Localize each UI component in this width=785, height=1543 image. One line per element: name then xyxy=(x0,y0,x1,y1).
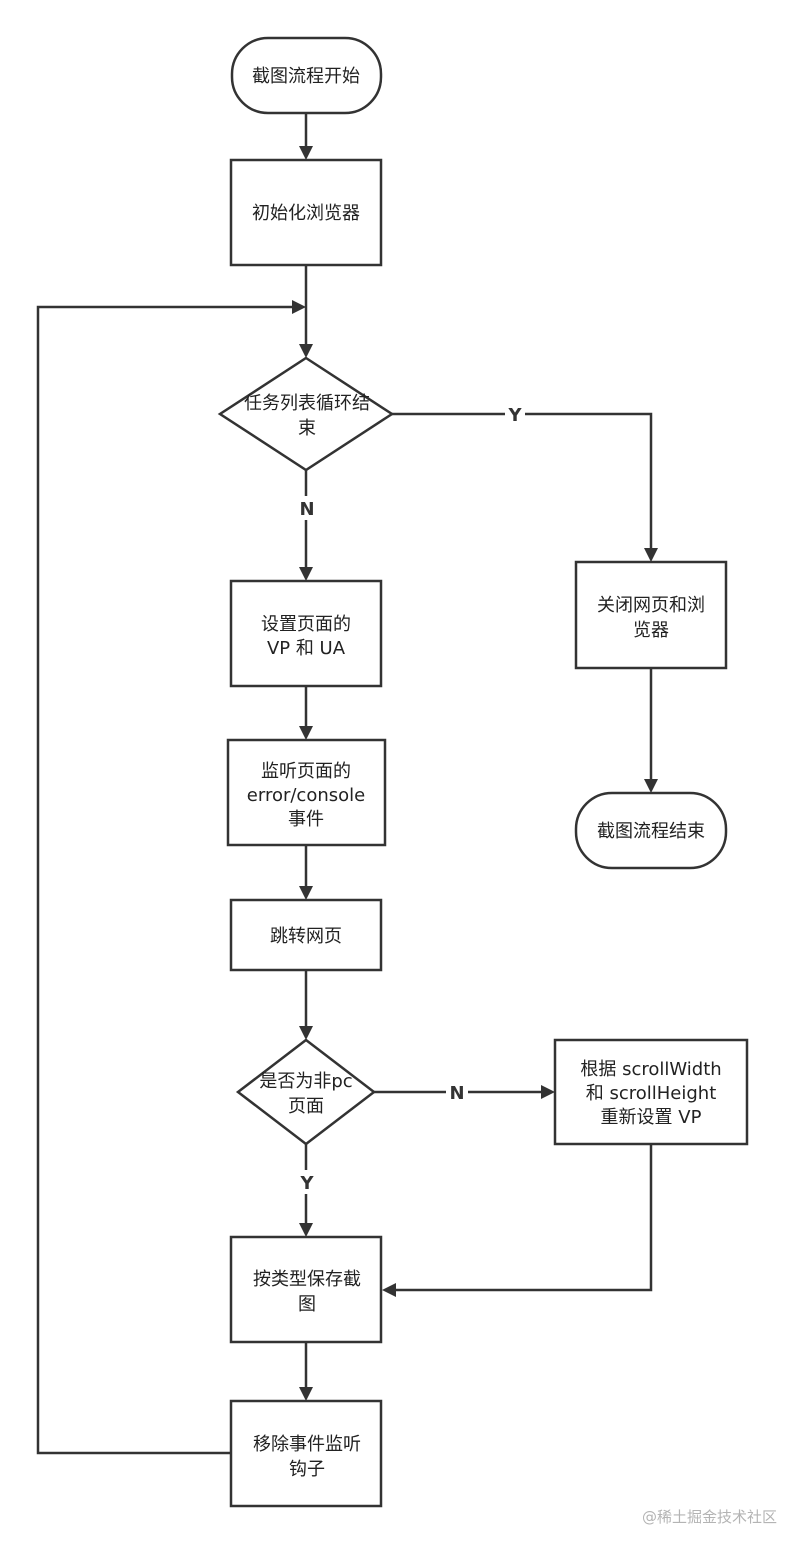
arrowhead xyxy=(299,1223,313,1237)
arrowhead xyxy=(644,779,658,793)
node-listen-events-text-line1: 监听页面的 xyxy=(261,761,351,782)
node-close-browser-text-line1: 关闭网页和浏 xyxy=(597,595,705,616)
edge-labels: Y N N Y xyxy=(296,402,525,1194)
node-loop-check-text-line1: 任务列表循环结 xyxy=(244,393,370,414)
edges xyxy=(36,113,658,1455)
node-close-browser-text-line2: 览器 xyxy=(633,620,669,641)
node-loop-check: 任务列表循环结 束 xyxy=(217,356,395,472)
arrowhead xyxy=(299,1026,313,1040)
node-listen-events-text-line3: 事件 xyxy=(288,809,324,830)
arrowhead xyxy=(299,146,313,160)
watermark: @稀土掘金技术社区 xyxy=(641,1508,777,1526)
node-reset-vp-text-line3: 重新设置 VP xyxy=(601,1107,702,1128)
edge-label-check-no: N xyxy=(449,1083,464,1104)
arrowhead xyxy=(299,567,313,581)
edge-loop-back xyxy=(36,305,300,1455)
node-reset-vp: 根据 scrollWidth 和 scrollHeight 重新设置 VP xyxy=(553,1038,749,1146)
node-set-vp-ua-text-line2: VP 和 UA xyxy=(267,638,346,659)
arrowhead xyxy=(644,548,658,562)
node-reset-vp-text-line1: 根据 scrollWidth xyxy=(580,1059,721,1080)
arrowhead xyxy=(299,886,313,900)
node-loop-check-text-line2: 束 xyxy=(298,418,316,439)
node-set-vp-ua: 设置页面的 VP 和 UA xyxy=(229,579,383,688)
node-listen-events-text-line2: error/console xyxy=(247,785,365,806)
node-save-shot-text-line1: 按类型保存截 xyxy=(253,1269,361,1290)
node-is-non-pc-text-line2: 页面 xyxy=(288,1096,324,1117)
node-is-non-pc: 是否为非pc 页面 xyxy=(235,1038,377,1146)
arrowhead xyxy=(382,1283,396,1297)
node-end: 截图流程结束 xyxy=(574,791,728,870)
arrowhead xyxy=(292,300,306,314)
node-init-browser-text: 初始化浏览器 xyxy=(252,203,360,224)
edge-label-check-yes: Y xyxy=(299,1173,314,1194)
node-is-non-pc-text-line1: 是否为非pc xyxy=(259,1071,352,1092)
node-remove-hooks: 移除事件监听 钩子 xyxy=(229,1399,383,1508)
arrowhead xyxy=(299,344,313,358)
arrowhead xyxy=(541,1085,555,1099)
node-set-vp-ua-text-line1: 设置页面的 xyxy=(261,614,351,635)
edge-label-loop-yes: Y xyxy=(507,405,522,426)
node-save-shot: 按类型保存截 图 xyxy=(229,1235,383,1344)
node-listen-events: 监听页面的 error/console 事件 xyxy=(226,738,387,847)
edge-loop-yes xyxy=(392,412,653,556)
node-close-browser: 关闭网页和浏 览器 xyxy=(574,560,728,670)
node-init-browser: 初始化浏览器 xyxy=(229,158,383,267)
node-start: 截图流程开始 xyxy=(230,36,383,115)
arrowhead xyxy=(299,1387,313,1401)
node-reset-vp-text-line2: 和 scrollHeight xyxy=(586,1083,717,1104)
edge-resetvp-to-save xyxy=(388,1144,653,1292)
node-save-shot-text-line2: 图 xyxy=(298,1294,316,1315)
node-remove-hooks-text-line2: 钩子 xyxy=(289,1459,325,1480)
node-navigate-text: 跳转网页 xyxy=(270,926,342,947)
edge-label-loop-no: N xyxy=(299,499,314,520)
node-end-text: 截图流程结束 xyxy=(597,821,705,842)
node-navigate: 跳转网页 xyxy=(229,898,383,972)
node-start-text: 截图流程开始 xyxy=(252,66,360,87)
node-remove-hooks-text-line1: 移除事件监听 xyxy=(253,1434,361,1455)
arrowhead xyxy=(299,726,313,740)
